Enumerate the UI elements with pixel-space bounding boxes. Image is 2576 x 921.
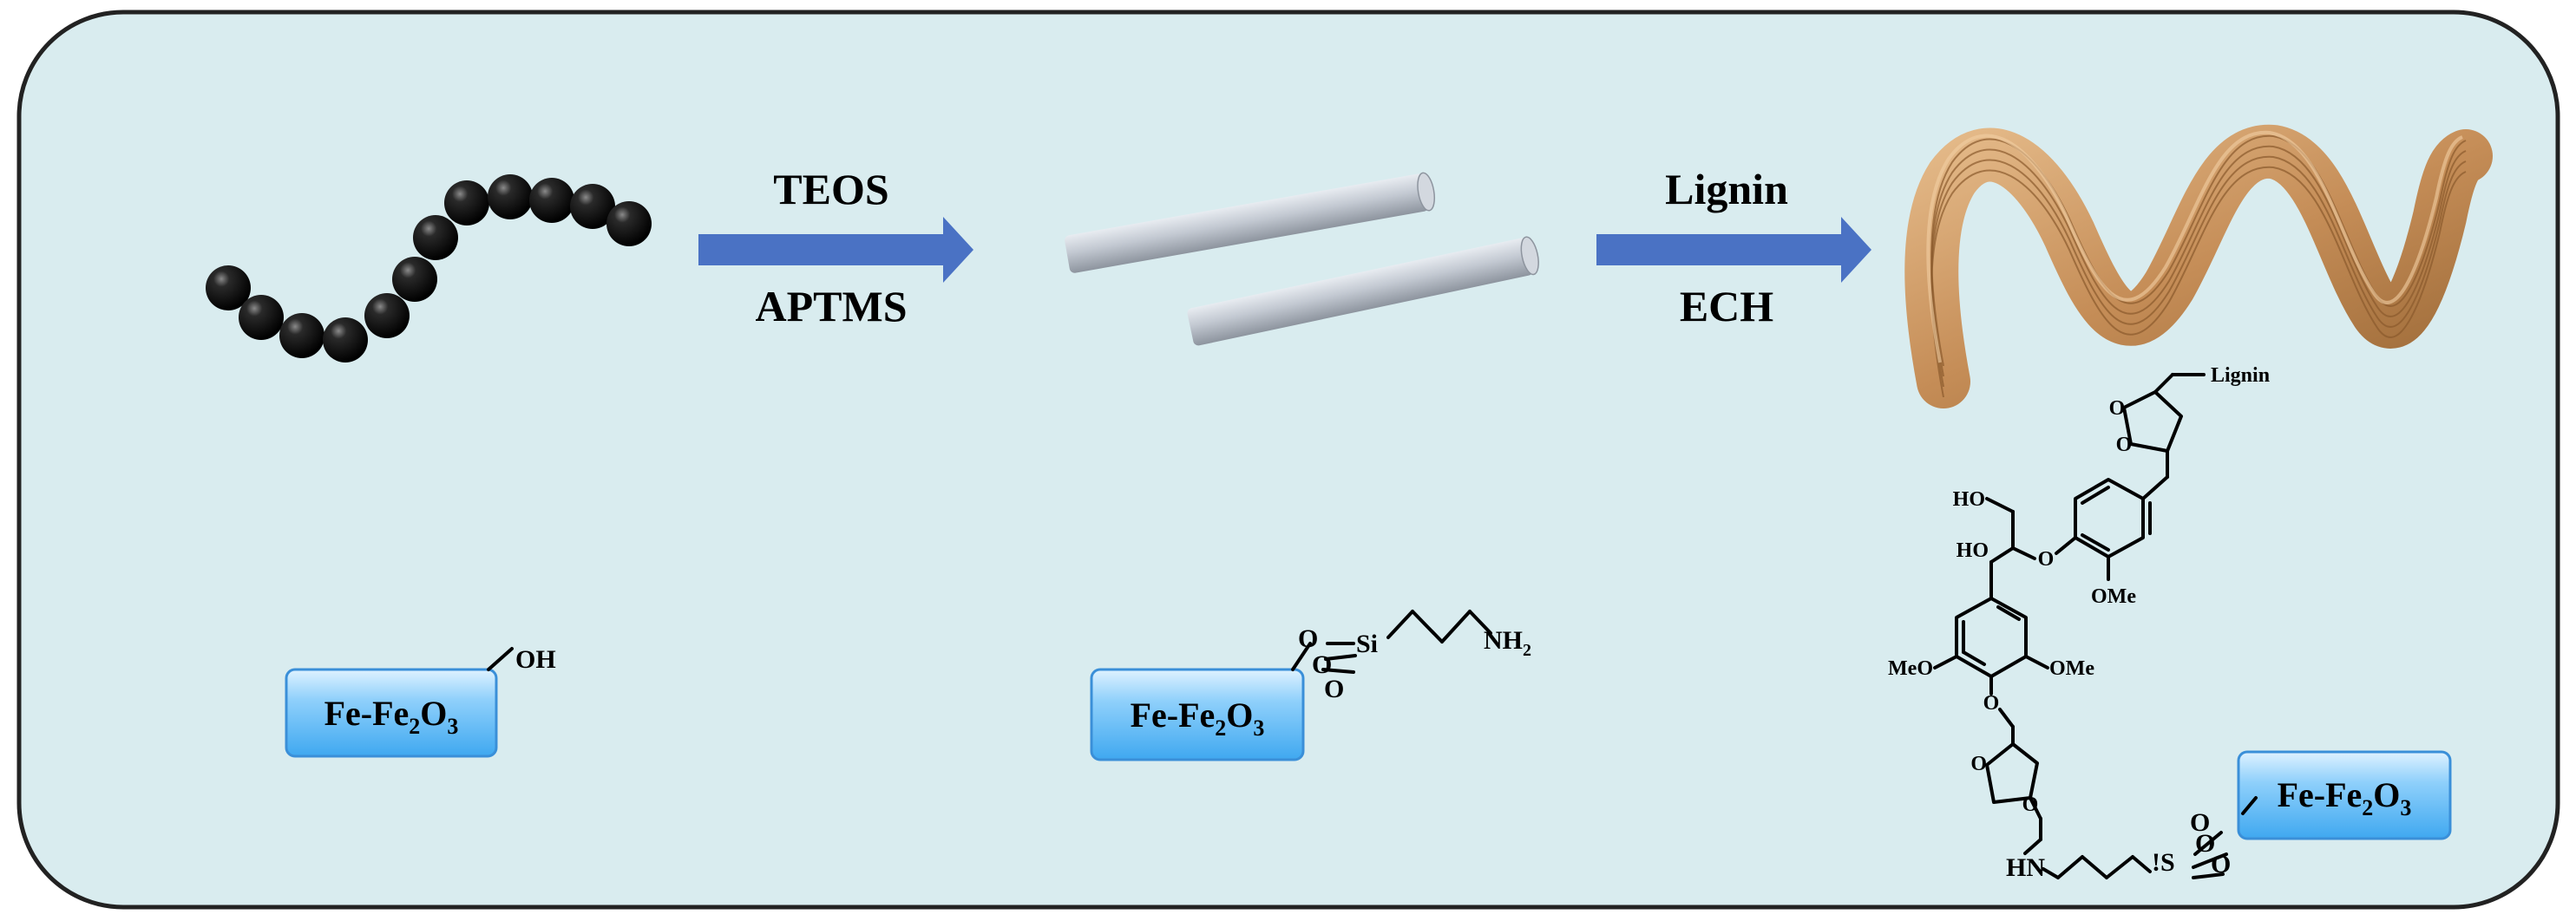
label-nh2: NH2 xyxy=(1484,626,1531,660)
rod-lower xyxy=(1187,236,1539,346)
silane-structure-2 xyxy=(1291,610,1492,674)
label-ome-right: OMe xyxy=(2091,585,2136,608)
label-o-c: O xyxy=(1324,675,1344,703)
box3-mid: O xyxy=(2373,775,2400,814)
label-si-rev: !S xyxy=(2152,848,2175,877)
label-ring-o-top-a: O xyxy=(2109,397,2126,420)
bond-oh xyxy=(487,647,514,671)
reagent-teos: TEOS xyxy=(773,165,888,213)
label-o-a: O xyxy=(1298,624,1318,653)
label-ring-o-bot-b: O xyxy=(2022,794,2039,816)
box3-sub2: 3 xyxy=(2400,795,2411,820)
box1-sub1: 2 xyxy=(409,714,420,739)
box1-sub2: 3 xyxy=(447,714,458,739)
label-ring-o-top-b: O xyxy=(2116,434,2133,456)
bead xyxy=(606,201,652,246)
label-o-b: O xyxy=(1312,650,1332,679)
bead xyxy=(206,265,251,310)
label-o-f: O xyxy=(2211,850,2231,879)
label-hn: HN xyxy=(2006,853,2045,882)
label-meo-left: MeO xyxy=(1888,657,1933,680)
reagent-aptms: APTMS xyxy=(756,282,908,330)
label-ho-top: HO xyxy=(1953,488,1985,511)
rod-upper xyxy=(1065,172,1436,273)
svg-text:Fe-Fe2O3: Fe-Fe2O3 xyxy=(1131,696,1265,741)
fe-box-1: Fe-Fe2O3 xyxy=(285,668,498,758)
label-ho-mid: HO xyxy=(1957,539,1989,562)
bead xyxy=(488,174,533,219)
lignin-structure-bonds xyxy=(1933,373,2258,879)
reagent-ech: ECH xyxy=(1680,282,1773,330)
bead xyxy=(444,180,489,225)
bead xyxy=(364,293,410,338)
label-o-link: O xyxy=(1983,692,2000,715)
label-o-e: O xyxy=(2195,829,2215,858)
bead xyxy=(323,317,368,363)
label-ome-ring: OMe xyxy=(2049,657,2094,680)
box2-sub2: 3 xyxy=(1253,715,1264,741)
label-oh: OH xyxy=(515,645,556,674)
label-si-2: Si xyxy=(1356,630,1378,658)
scheme-panel xyxy=(16,10,2560,910)
box2-prefix: Fe-Fe xyxy=(1131,696,1216,735)
bead xyxy=(239,295,284,340)
bead xyxy=(413,215,458,260)
label-ring-o-bot-a: O xyxy=(1970,753,1987,775)
reaction-arrow-2 xyxy=(1596,217,1871,283)
fe-box-3: Fe-Fe2O3 xyxy=(2237,750,2452,840)
box2-mid: O xyxy=(1226,696,1253,735)
lignin-fiber xyxy=(1904,124,2493,408)
bead xyxy=(529,178,574,223)
bead xyxy=(279,313,324,358)
label-o-ether: O xyxy=(2038,548,2055,571)
box3-prefix: Fe-Fe xyxy=(2278,775,2363,814)
silica-rods xyxy=(1065,172,1539,346)
fe-box-2: Fe-Fe2O3 xyxy=(1090,668,1305,761)
box1-prefix: Fe-Fe xyxy=(324,694,410,733)
nanochain-beads xyxy=(206,174,652,363)
label-o-d: O xyxy=(2190,808,2210,837)
svg-text:Fe-Fe2O3: Fe-Fe2O3 xyxy=(2278,775,2412,820)
reaction-arrow-1 xyxy=(698,217,973,283)
label-lignin-tag: Lignin xyxy=(2211,364,2270,387)
box3-sub1: 2 xyxy=(2362,795,2373,820)
bead xyxy=(570,184,615,229)
box1-mid: O xyxy=(420,694,447,733)
svg-text:Fe-Fe2O3: Fe-Fe2O3 xyxy=(324,694,459,739)
bead xyxy=(392,257,437,302)
reagent-lignin: Lignin xyxy=(1665,165,1788,213)
box2-sub1: 2 xyxy=(1215,715,1226,741)
